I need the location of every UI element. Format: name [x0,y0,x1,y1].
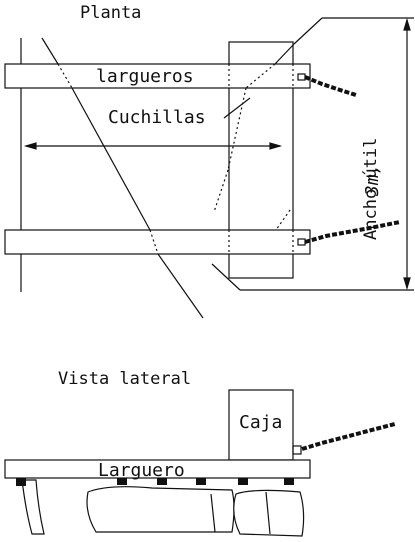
top-extension-line [293,17,323,45]
side-blade-1 [86,486,235,533]
plan-blade-line-4 [274,43,295,65]
plan-rail-label: largueros [96,66,194,87]
plan-width-value: 3m, [362,163,383,197]
side-rail-label: Larguero [98,460,185,481]
arrowhead-right [269,142,283,150]
plan-blade-line-2 [71,87,151,231]
side-chain [301,422,396,451]
bottom-chain [304,220,401,244]
side-mounting-bolts [16,478,294,486]
side-eyelet [292,445,302,455]
plan-view [4,17,414,319]
blade-1-inner-line [210,493,216,533]
side-view [4,389,396,537]
plan-width-label: Ancho útil [361,138,381,240]
plan-bottom-rail [4,229,311,255]
plan-blade-line-1 [41,37,59,65]
width-arrowhead-bottom [403,277,411,291]
width-arrowhead-top [403,17,411,31]
side-blade-2 [233,489,305,537]
side-title: Vista lateral [58,369,191,389]
plan-top-rail [4,63,311,89]
plan-box [228,41,294,279]
bottom-extension-diagonal [211,263,241,291]
plan-title: Planta [80,3,141,23]
blade-2-inner-line [265,491,271,535]
plan-blades-label: Cuchillas [108,107,206,128]
side-front-blade [21,479,45,535]
blades-label-leader [223,97,251,119]
arrowhead-left [23,142,37,150]
plan-blade-line-3 [157,253,204,319]
plan-hidden-lines [57,63,294,255]
side-box-label: Caja [239,412,282,433]
side-box [228,389,294,461]
top-chain [304,75,357,97]
